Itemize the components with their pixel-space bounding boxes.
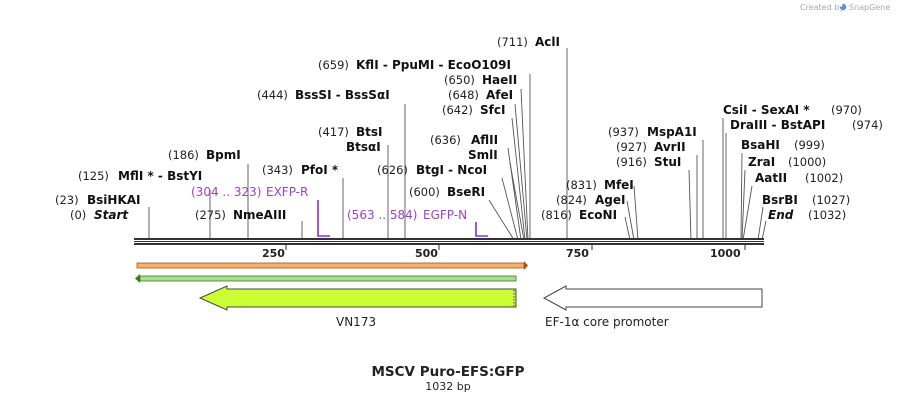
primer-marker-exfp-r[interactable] — [317, 200, 330, 237]
ruler-label-750: 750 — [566, 247, 589, 260]
site-pos-pfoi: (343) — [262, 163, 293, 177]
sequence-backbone[interactable] — [134, 238, 764, 245]
site-pos-bsssi: (444) — [257, 88, 288, 102]
site-pos-btsi: (417) — [318, 125, 349, 139]
primer-range-egfp-n: (563 .. 584) — [347, 208, 417, 222]
site-pos-mspa1i: (937) — [608, 125, 639, 139]
site-pos-avrii: (927) — [616, 140, 647, 154]
site-pos-draiii: (974) — [852, 118, 883, 132]
site-label-afei[interactable]: AfeI — [486, 88, 513, 102]
site-pos-nmeaiii: (275) — [195, 208, 226, 222]
site-label-bsihkai[interactable]: BsiHKAI — [87, 193, 141, 207]
ruler-label-250: 250 — [262, 247, 285, 260]
site-label-smli[interactable]: SmlI — [468, 148, 498, 162]
site-pos-csii: (970) — [831, 103, 862, 117]
site-label-zrai[interactable]: ZraI — [748, 155, 775, 169]
orf-reverse-bar[interactable] — [135, 274, 517, 283]
site-label-bpmi[interactable]: BpmI — [206, 148, 241, 162]
site-label-acli[interactable]: AclI — [535, 35, 560, 49]
site-pos-bsahi: (999) — [794, 138, 825, 152]
site-label-aatii[interactable]: AatII — [755, 171, 787, 185]
site-label-end: End — [768, 208, 794, 222]
ruler-ticks — [285, 245, 746, 250]
site-label-mfli-bstyi[interactable]: MflI * - BstYI — [118, 169, 202, 183]
site-label-bsahi[interactable]: BsaHI — [741, 138, 780, 152]
feature-vn173-arrow[interactable] — [198, 285, 517, 311]
site-label-stui[interactable]: StuI — [654, 155, 681, 169]
snapgene-logo-icon — [839, 3, 847, 11]
site-pos-afei: (648) — [448, 88, 479, 102]
map-title: MSCV Puro-EFS:GFP — [371, 364, 524, 380]
site-pos-econi: (816) — [541, 208, 572, 222]
map-length: 1032 bp — [425, 380, 470, 393]
site-pos-bpmi: (186) — [168, 148, 199, 162]
site-pos-stui: (916) — [616, 155, 647, 169]
ruler-label-500: 500 — [415, 247, 438, 260]
site-label-econi[interactable]: EcoNI — [579, 208, 617, 222]
site-label-btgi-ncoi[interactable]: BtgI - NcoI — [416, 163, 487, 177]
site-pos-mfei: (831) — [566, 178, 597, 192]
site-label-draiii-bstapi[interactable]: DraIII - BstAPI — [730, 118, 825, 132]
primer-range-exfp-r: (304 .. 323) — [191, 185, 261, 199]
site-label-kfli-ppumi-ecoo109i[interactable]: KflI - PpuMI - EcoO109I — [356, 58, 511, 72]
site-label-csii-sexai[interactable]: CsiI - SexAI * — [723, 103, 810, 117]
site-pos-start: (0) — [70, 208, 86, 222]
site-label-aflii[interactable]: AflII — [471, 133, 498, 147]
credit-text: Created by — [800, 3, 844, 12]
site-pos-haeii: (650) — [444, 73, 475, 87]
site-label-sfci[interactable]: SfcI — [480, 103, 505, 117]
site-pos-bsrbi: (1027) — [812, 193, 850, 207]
site-pos-btgi: (626) — [377, 163, 408, 177]
site-pos-agei: (824) — [556, 193, 587, 207]
site-label-bseri[interactable]: BseRI — [447, 185, 485, 199]
site-label-btsai[interactable]: BtsαI — [346, 140, 381, 154]
site-pos-aflii: (636) — [430, 133, 461, 147]
site-label-agei[interactable]: AgeI — [595, 193, 625, 207]
site-pos-kfli: (659) — [318, 58, 349, 72]
orf-forward-bar[interactable] — [136, 261, 528, 270]
site-label-start: Start — [94, 208, 129, 222]
site-label-pfoi[interactable]: PfoI * — [301, 163, 339, 177]
site-leader-lines — [148, 48, 767, 241]
site-label-bsssi-bsssai[interactable]: BssSI - BssSαI — [295, 88, 390, 102]
feature-ef1a-promoter-arrow[interactable] — [542, 285, 763, 311]
site-label-avrii[interactable]: AvrII — [654, 140, 686, 154]
site-pos-end: (1032) — [808, 208, 846, 222]
site-pos-aatii: (1002) — [805, 171, 843, 185]
feature-label-vn173: VN173 — [336, 315, 376, 329]
primer-marker-egfp-n[interactable] — [475, 222, 488, 237]
site-label-btsi[interactable]: BtsI — [356, 125, 383, 139]
site-label-bsrbi[interactable]: BsrBI — [762, 193, 798, 207]
site-pos-mfli: (125) — [78, 169, 109, 183]
feature-label-ef1a-promoter: EF-1α core promoter — [545, 315, 669, 329]
primer-label-egfp-n[interactable]: EGFP-N — [423, 208, 467, 222]
site-pos-zrai: (1000) — [788, 155, 826, 169]
site-label-mspa1i[interactable]: MspA1I — [647, 125, 697, 139]
site-label-haeii[interactable]: HaeII — [482, 73, 517, 87]
site-label-nmeaiii[interactable]: NmeAIII — [233, 208, 286, 222]
site-pos-bsihkai: (23) — [55, 193, 79, 207]
site-pos-acli: (711) — [497, 35, 528, 49]
credit-brand: SnapGene — [849, 3, 890, 12]
primer-label-exfp-r[interactable]: EXFP-R — [266, 185, 308, 199]
site-pos-sfci: (642) — [442, 103, 473, 117]
ruler-label-1000: 1000 — [710, 247, 741, 260]
site-label-mfei[interactable]: MfeI — [604, 178, 634, 192]
site-pos-bseri: (600) — [409, 185, 440, 199]
